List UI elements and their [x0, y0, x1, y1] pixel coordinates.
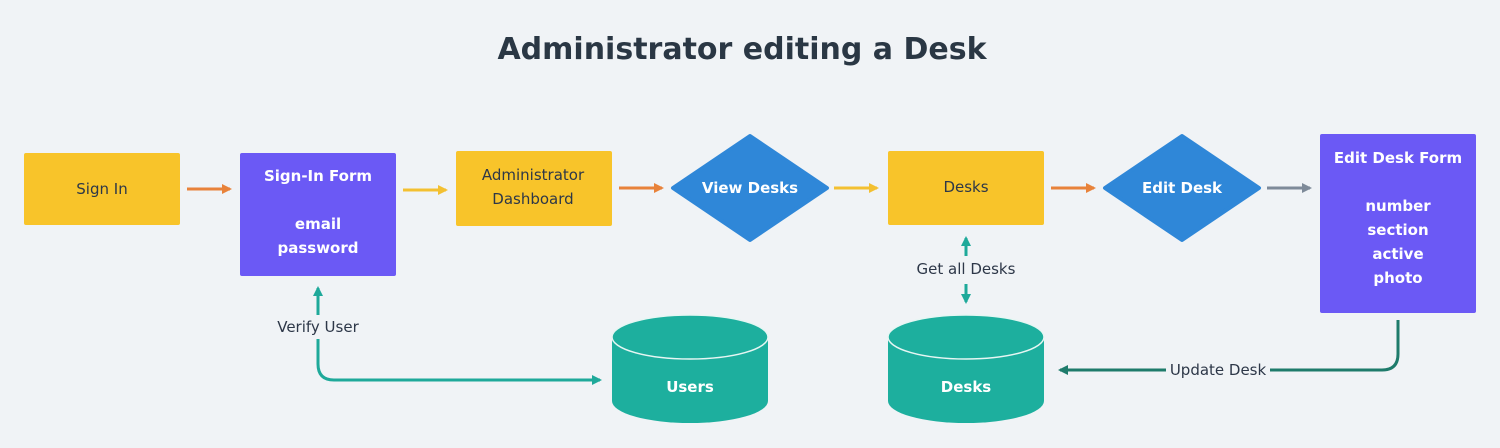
node-edit-desk-form-field: photo	[1373, 269, 1422, 287]
edge-update-desk-label: Update Desk	[1170, 361, 1267, 379]
node-admin-dashboard-line: Dashboard	[492, 190, 573, 208]
node-sign-in: Sign In	[24, 153, 180, 225]
edge-update-desk	[1058, 320, 1400, 375]
node-sign-in-form-field: email	[295, 215, 341, 233]
node-edit-desk-label: Edit Desk	[1142, 179, 1223, 197]
node-desks-label: Desks	[943, 178, 988, 196]
node-admin-dashboard: Administrator Dashboard	[456, 151, 612, 226]
node-edit-desk: Edit Desk	[1103, 134, 1261, 242]
edge-update-desk-label-bg	[1166, 357, 1270, 381]
edge-verify-user-label-bg	[270, 315, 366, 339]
node-view-desks-label: View Desks	[702, 179, 798, 197]
diagram-title: Administrator editing a Desk	[497, 32, 987, 67]
node-edit-desk-form: Edit Desk Form number section active pho…	[1320, 134, 1476, 313]
edge-get-all-desks-label: Get all Desks	[917, 260, 1016, 278]
node-users-db-label: Users	[666, 378, 714, 396]
node-edit-desk-form-field: active	[1372, 245, 1423, 263]
node-admin-dashboard-line: Administrator	[482, 166, 585, 184]
edge-verify-user	[316, 312, 602, 385]
node-view-desks: View Desks	[671, 134, 829, 242]
node-desks-db: Desks	[887, 314, 1045, 423]
edge-verify-user-label: Verify User	[277, 318, 359, 336]
node-sign-in-form: Sign-In Form email password	[240, 153, 396, 276]
node-sign-in-form-title: Sign-In Form	[264, 167, 372, 185]
node-edit-desk-form-field: section	[1367, 221, 1428, 239]
node-desks: Desks	[888, 151, 1044, 225]
node-desks-db-label: Desks	[941, 378, 992, 396]
node-edit-desk-form-field: number	[1365, 197, 1431, 215]
node-edit-desk-form-title: Edit Desk Form	[1334, 149, 1462, 167]
node-sign-in-label: Sign In	[76, 180, 127, 198]
node-sign-in-form-field: password	[277, 239, 358, 257]
node-users-db: Users	[611, 314, 769, 423]
